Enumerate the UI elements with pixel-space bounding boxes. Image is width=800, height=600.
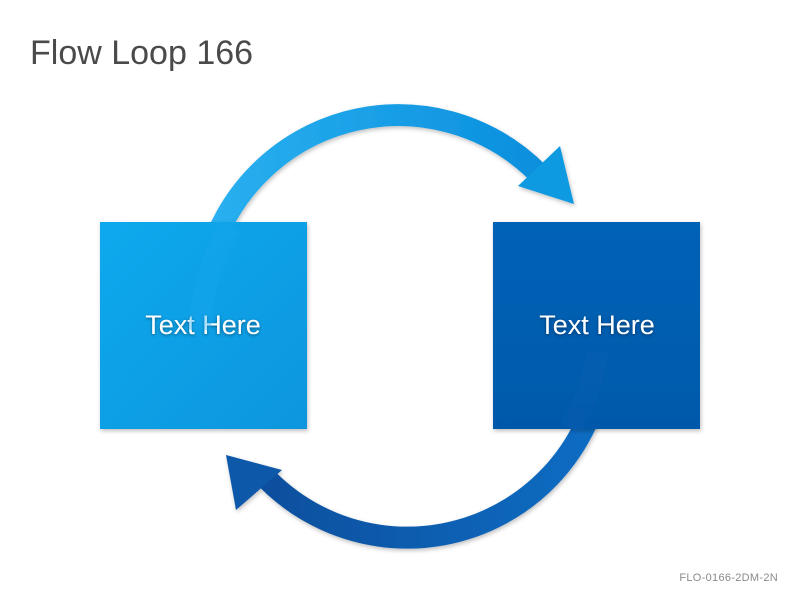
top-arrow-head: [518, 146, 574, 204]
box-right-shape: [493, 222, 700, 429]
bottom-arrow-head: [226, 455, 282, 510]
box-left-shape: [100, 222, 307, 429]
box-left-label: Text Here: [145, 310, 261, 340]
bottom-arrow-overlap: [560, 350, 609, 434]
top-arrow-arc: [197, 104, 546, 265]
box-right: Text Here: [493, 222, 700, 429]
box-right-label: Text Here: [539, 310, 655, 340]
slide-code: FLO-0166-2DM-2N: [679, 572, 778, 584]
slide-title: Flow Loop 166: [30, 34, 254, 72]
box-left: Text Here: [100, 222, 307, 429]
top-arrow: [197, 104, 574, 265]
top-arrow-overlap: [189, 219, 242, 331]
